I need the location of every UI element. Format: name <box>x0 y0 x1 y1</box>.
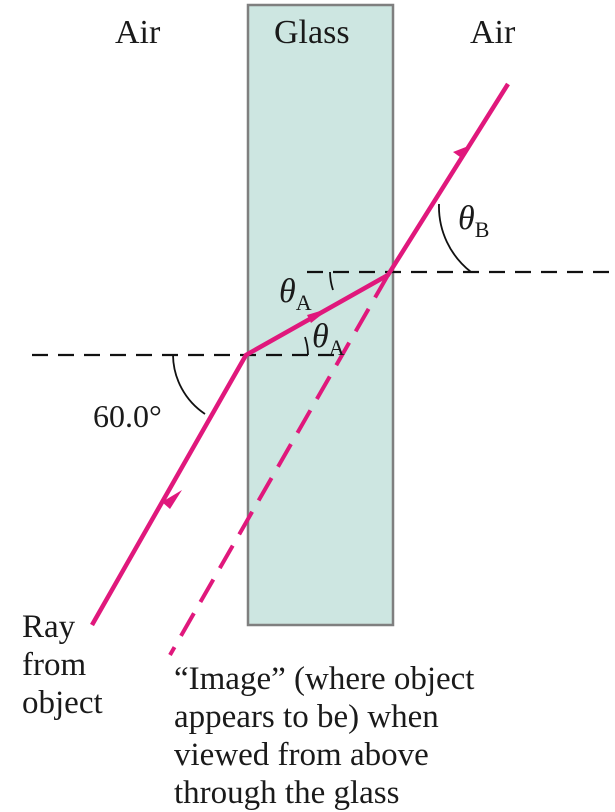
ray-caption-line: Ray <box>22 609 76 645</box>
label-theta-a-upper: θA <box>279 273 312 315</box>
label-air-left: Air <box>115 14 161 51</box>
ray-caption-line: object <box>22 685 103 721</box>
ray-arrow-outgoing <box>453 145 471 157</box>
angle-arc-theta-a-upper <box>329 271 334 291</box>
ray-arrow-incoming <box>162 490 182 509</box>
angle-arc-60 <box>172 354 206 415</box>
ray-arrow-in-glass <box>307 308 330 323</box>
image-caption-line: appears to be) when <box>174 699 439 735</box>
image-caption-line: viewed from above <box>174 737 429 773</box>
label-incidence-angle: 60.0° <box>93 398 162 434</box>
image-ray-dashed <box>168 274 390 656</box>
label-theta-a-lower: θA <box>312 318 345 360</box>
ray-from-object-caption: Ray from object <box>22 608 103 722</box>
label-theta-b: θB <box>458 200 490 242</box>
angle-arc-theta-a-lower <box>304 336 309 356</box>
image-caption-line: through the glass <box>174 775 400 811</box>
label-air-right: Air <box>470 14 516 51</box>
angle-arc-theta-b <box>438 203 472 273</box>
image-caption: “Image” (where object appears to be) whe… <box>174 660 474 812</box>
label-glass: Glass <box>274 14 350 51</box>
ray-caption-line: from <box>22 647 87 683</box>
image-caption-line: “Image” (where object <box>174 661 475 697</box>
